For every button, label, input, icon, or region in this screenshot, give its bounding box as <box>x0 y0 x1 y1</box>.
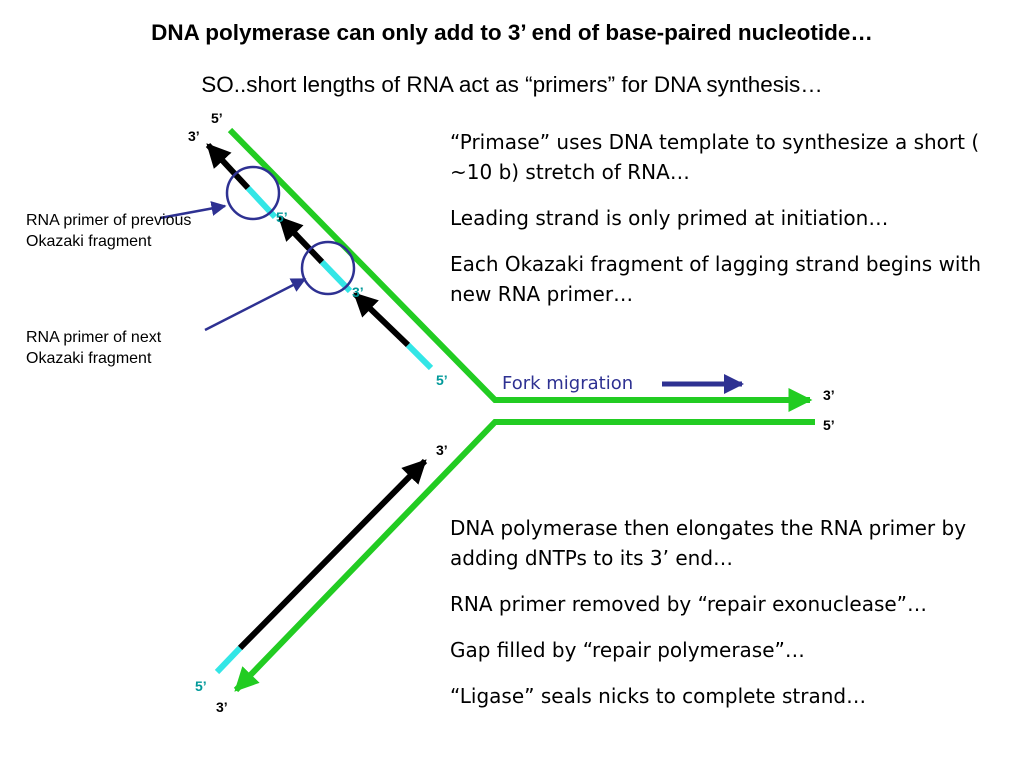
end-label-leading-3: 3’ <box>436 442 448 458</box>
top-bullet: Leading strand is only primed at initiat… <box>450 206 889 230</box>
rna-primer-3 <box>405 342 434 371</box>
upper-template-strand <box>227 127 813 412</box>
primer-highlight-circle-2 <box>300 240 356 296</box>
end-label-frag-5: 5’ <box>276 209 288 225</box>
okazaki-fragment-1 <box>205 142 251 191</box>
end-label-frag-3: 3’ <box>352 284 364 300</box>
bottom-bullet: RNA primer removed by “repair exonucleas… <box>450 592 928 616</box>
pointer-arrow-next <box>204 277 307 332</box>
end-label-lagging-5: 5’ <box>436 372 448 388</box>
bottom-bullet: “Ligase” seals nicks to complete strand… <box>450 684 867 708</box>
slide-title: DNA polymerase can only add to 3’ end of… <box>151 20 873 45</box>
slide-subtitle: SO..short lengths of RNA act as “primers… <box>201 72 823 97</box>
okazaki-fragment-3 <box>352 291 411 348</box>
label-previous-primer: RNA primer of previous Okazaki fragment <box>26 212 192 250</box>
okazaki-fragment-2 <box>277 215 325 265</box>
end-label-right-3: 3’ <box>823 387 835 403</box>
pointer-arrow-previous <box>159 201 227 220</box>
bottom-bullet: Gap filled by “repair polymerase”… <box>450 638 805 662</box>
lower-template-strand <box>233 419 815 693</box>
top-bullet: “Primase” uses DNA template to synthesiz… <box>450 130 980 184</box>
label-fork-migration: Fork migration <box>502 373 634 394</box>
end-label-top-5: 5’ <box>211 110 223 126</box>
top-bullet: Each Okazaki fragment of lagging strand … <box>450 252 982 306</box>
end-label-top-3: 3’ <box>188 128 200 144</box>
leading-strand <box>237 458 428 651</box>
leading-rna-primer <box>214 645 243 675</box>
primer-highlight-circle-1 <box>225 165 281 221</box>
end-label-bottom-3: 3’ <box>216 699 228 715</box>
bottom-bullet: DNA polymerase then elongates the RNA pr… <box>450 516 967 570</box>
label-next-primer: RNA primer of next Okazaki fragment <box>26 329 162 367</box>
bottom-text-block: DNA polymerase then elongates the RNA pr… <box>450 513 1015 727</box>
end-label-bottom-5: 5’ <box>195 678 207 694</box>
top-text-block: “Primase” uses DNA template to synthesiz… <box>450 127 1010 325</box>
end-label-right-5: 5’ <box>823 417 835 433</box>
